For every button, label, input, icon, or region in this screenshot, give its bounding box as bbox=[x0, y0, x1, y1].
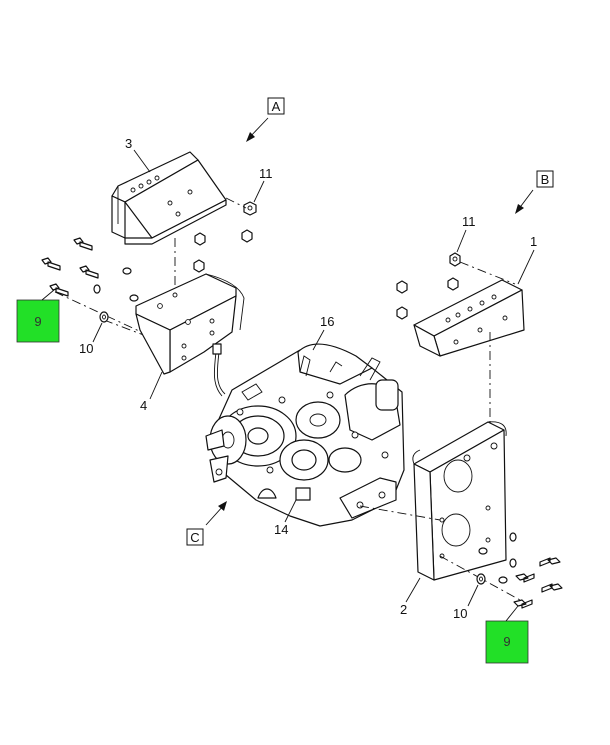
washer-10-left bbox=[99, 311, 109, 323]
view-b-marker: B bbox=[515, 170, 554, 214]
view-b-label: B bbox=[541, 172, 550, 187]
callout-11-right: 11 bbox=[462, 214, 476, 229]
callout-10-left: 10 bbox=[79, 341, 93, 356]
hotspot-part-9-right[interactable]: 9 bbox=[485, 620, 529, 664]
bracket-2 bbox=[412, 421, 507, 581]
view-a-label: A bbox=[272, 99, 281, 114]
callout-3: 3 bbox=[125, 136, 132, 151]
view-c-label: C bbox=[190, 530, 199, 545]
view-a-box bbox=[267, 97, 285, 115]
callout-2: 2 bbox=[400, 602, 407, 617]
view-a-arrow-icon bbox=[246, 132, 255, 142]
view-a-marker: A bbox=[246, 97, 285, 142]
view-c-arrow-icon bbox=[218, 501, 227, 511]
fastener-cluster-right-top bbox=[396, 277, 459, 320]
view-c-marker: C bbox=[186, 501, 227, 546]
view-c-box bbox=[186, 528, 204, 546]
nut-11-right bbox=[449, 252, 461, 267]
callout-1: 1 bbox=[530, 234, 537, 249]
fastener-cluster-right-bottom bbox=[478, 532, 563, 609]
callout-11-upper: 11 bbox=[259, 166, 273, 181]
hotspot-part-9-left[interactable]: 9 bbox=[16, 299, 60, 343]
bracket-1 bbox=[413, 279, 525, 357]
transmission-assembly bbox=[205, 343, 405, 527]
bracket-3 bbox=[111, 151, 227, 245]
callout-16: 16 bbox=[320, 314, 334, 329]
nut-11-upper bbox=[243, 201, 257, 216]
washer-10-right bbox=[476, 573, 486, 585]
view-b-box bbox=[536, 170, 554, 188]
view-b-arrow-icon bbox=[515, 204, 524, 214]
callout-14: 14 bbox=[274, 522, 288, 537]
callout-10-right: 10 bbox=[453, 606, 467, 621]
hotspot-9-left-label: 9 bbox=[34, 314, 41, 329]
callout-4: 4 bbox=[140, 398, 147, 413]
hose-line bbox=[213, 351, 223, 397]
fastener-cluster-left bbox=[41, 229, 253, 302]
bracket-4 bbox=[135, 273, 245, 375]
hotspot-9-right-label: 9 bbox=[503, 634, 510, 649]
